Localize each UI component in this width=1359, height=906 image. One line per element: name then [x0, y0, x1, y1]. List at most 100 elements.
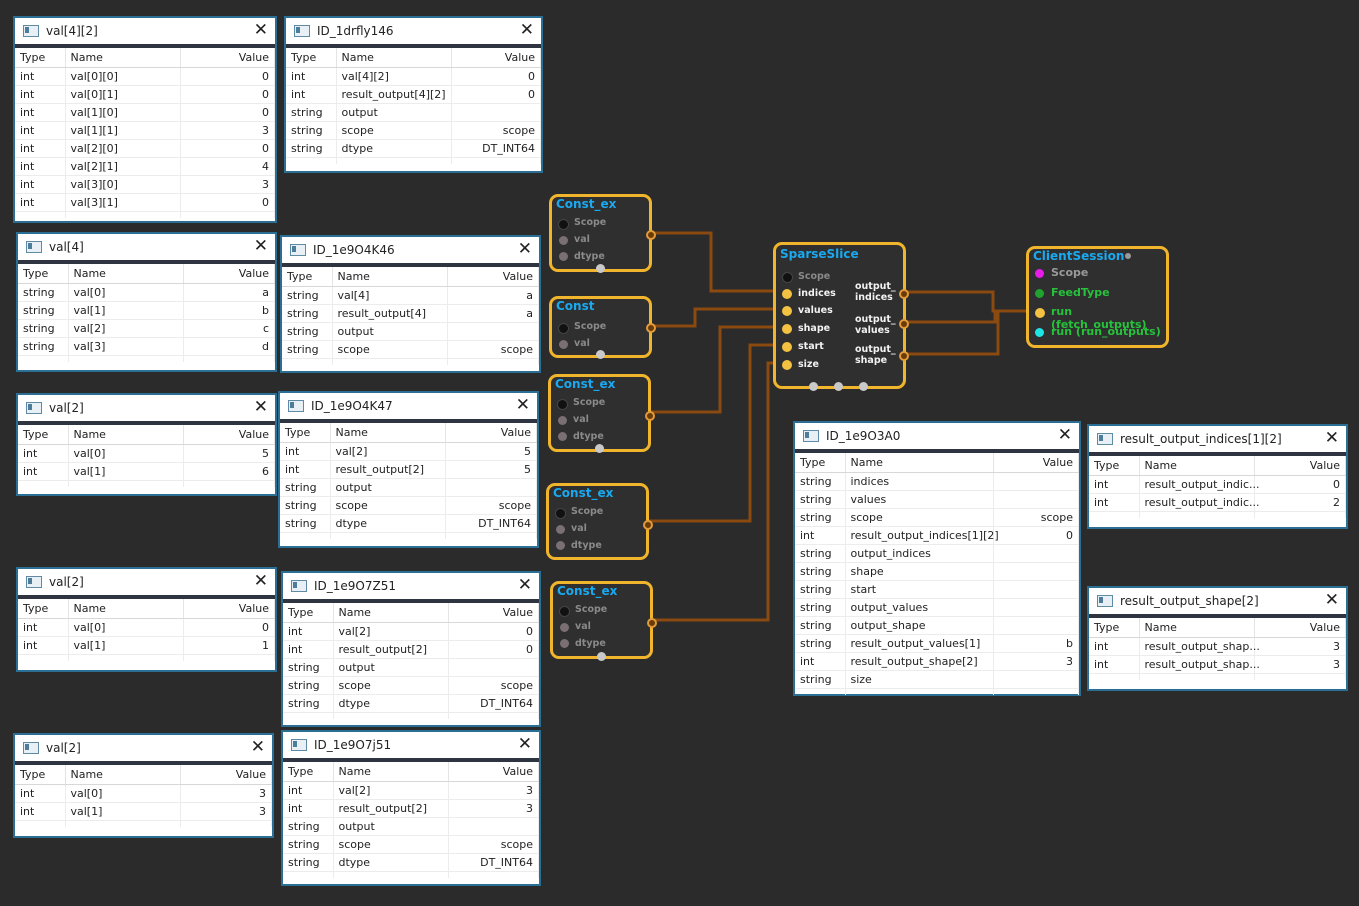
panel-header[interactable]: val[2]✕: [15, 735, 272, 761]
node-const-ex-2[interactable]: Const_ex Scope val dtype: [548, 374, 655, 453]
panel-header[interactable]: val[4][2]✕: [15, 18, 275, 44]
output-port-dot[interactable]: [643, 520, 653, 530]
column-header[interactable]: Value: [448, 762, 539, 782]
column-header[interactable]: Value: [183, 264, 275, 284]
node-const-ex-1[interactable]: Const_ex Scope val dtype: [549, 194, 656, 273]
val-port-dot[interactable]: [558, 416, 567, 425]
close-icon[interactable]: ✕: [517, 734, 532, 754]
scope-port-dot[interactable]: [1035, 269, 1044, 278]
column-header[interactable]: Name: [845, 453, 994, 473]
close-icon[interactable]: ✕: [517, 575, 532, 595]
val-port-dot[interactable]: [556, 525, 565, 534]
column-header[interactable]: Name: [330, 423, 446, 443]
close-icon[interactable]: ✕: [253, 236, 268, 256]
column-header[interactable]: Name: [68, 264, 184, 284]
bottom-port-dot[interactable]: [597, 652, 606, 661]
scope-port-dot[interactable]: [558, 323, 569, 334]
panel-header[interactable]: val[4]✕: [18, 234, 275, 260]
column-header[interactable]: Value: [183, 599, 275, 619]
column-header[interactable]: Type: [795, 453, 846, 473]
node-const-ex-4[interactable]: Const_ex Scope val dtype: [550, 581, 657, 661]
column-header[interactable]: Value: [1254, 456, 1346, 476]
size-port-dot[interactable]: [782, 360, 792, 370]
column-header[interactable]: Type: [18, 425, 69, 445]
run-outputs-port-dot[interactable]: [1035, 328, 1044, 337]
dtype-port-dot[interactable]: [558, 432, 567, 441]
node-sparseslice[interactable]: SparseSlice Scope indices values shape s…: [773, 242, 909, 391]
panel-header[interactable]: result_output_indices[1][2]✕: [1089, 426, 1346, 452]
column-header[interactable]: Value: [448, 603, 539, 623]
column-header[interactable]: Name: [65, 765, 181, 785]
column-header[interactable]: Name: [333, 762, 449, 782]
column-header[interactable]: Name: [68, 425, 184, 445]
column-header[interactable]: Value: [993, 453, 1079, 473]
column-header[interactable]: Type: [283, 762, 334, 782]
dtype-port-dot[interactable]: [559, 252, 568, 261]
scope-port-dot[interactable]: [559, 606, 570, 617]
node-const[interactable]: Const Scope val: [549, 296, 656, 359]
output-indices-port-dot[interactable]: [899, 289, 909, 299]
scope-port-dot[interactable]: [555, 508, 566, 519]
column-header[interactable]: Name: [333, 603, 449, 623]
indices-port-dot[interactable]: [782, 289, 792, 299]
output-port-dot[interactable]: [646, 230, 656, 240]
close-icon[interactable]: ✕: [515, 395, 530, 415]
output-values-port-dot[interactable]: [899, 319, 909, 329]
output-port-dot[interactable]: [646, 323, 656, 333]
output-port-dot[interactable]: [645, 411, 655, 421]
bottom-port-dot[interactable]: [596, 264, 605, 273]
column-header[interactable]: Value: [183, 425, 275, 445]
bottom-port-dot[interactable]: [809, 382, 818, 391]
panel-header[interactable]: ID_1e9O4K46✕: [282, 237, 539, 263]
output-shape-port-dot[interactable]: [899, 351, 909, 361]
close-icon[interactable]: ✕: [1057, 425, 1072, 445]
column-header[interactable]: Name: [332, 267, 448, 287]
column-header[interactable]: Type: [18, 264, 69, 284]
close-icon[interactable]: ✕: [253, 571, 268, 591]
column-header[interactable]: Name: [65, 48, 181, 68]
column-header[interactable]: Type: [282, 267, 333, 287]
close-icon[interactable]: ✕: [519, 20, 534, 40]
close-icon[interactable]: ✕: [250, 737, 265, 757]
column-header[interactable]: Name: [1139, 456, 1255, 476]
panel-header[interactable]: result_output_shape[2]✕: [1089, 588, 1346, 614]
values-port-dot[interactable]: [782, 306, 792, 316]
